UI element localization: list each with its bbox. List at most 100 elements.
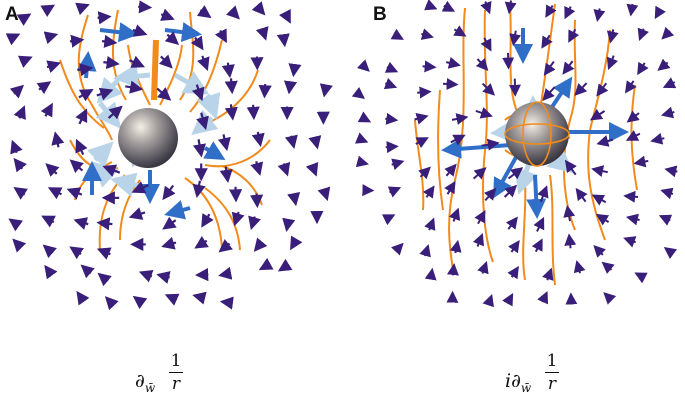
field-arrow (564, 159, 577, 176)
field-line (587, 29, 611, 241)
field-arrow (288, 63, 302, 78)
field-arrow (42, 244, 57, 259)
field-arrow (78, 89, 94, 102)
field-arrow (160, 8, 175, 21)
field-arrow (453, 25, 467, 37)
field-arrow (357, 59, 370, 72)
field-arrow (276, 33, 290, 48)
field-arrow (191, 84, 205, 102)
field-line (151, 39, 159, 101)
field-arrow (192, 139, 206, 158)
field-arrow (218, 239, 233, 253)
field-arrow (634, 272, 648, 284)
field-arrow (46, 60, 61, 74)
field-line (204, 187, 241, 251)
field-arrow (101, 34, 118, 48)
field-arrow (219, 166, 233, 183)
field-arrow (351, 86, 365, 100)
field-arrow (385, 141, 399, 154)
field-arrow (663, 247, 678, 259)
field-arrow (562, 60, 575, 75)
field-line (189, 39, 223, 113)
field-arrow (564, 5, 576, 20)
field-arrow (509, 30, 522, 47)
field-arrow (255, 26, 269, 41)
field-arrow (97, 11, 112, 25)
field-arrow (251, 1, 266, 16)
caption-b-numerator: 1 (546, 351, 558, 371)
sphere-b (505, 102, 569, 166)
field-arrow (253, 237, 268, 252)
field-arrow (251, 131, 265, 147)
field-arrow (384, 61, 399, 73)
field-arrow (250, 161, 264, 176)
field-arrow (5, 33, 21, 46)
field-arrow (194, 236, 209, 249)
field-arrow (40, 102, 53, 118)
field-arrow (308, 135, 322, 150)
field-arrow (201, 213, 214, 228)
field-arrow (542, 86, 556, 101)
sphere-a (118, 108, 178, 168)
field-arrow (660, 187, 674, 200)
panel-a-label: A (5, 4, 19, 25)
field-arrow (563, 205, 576, 222)
field-arrow (662, 77, 677, 89)
field-line (481, 9, 494, 263)
field-arrow (564, 233, 577, 249)
field-arrow (381, 214, 396, 226)
arrow (203, 141, 226, 161)
field-arrow (164, 31, 180, 45)
field-arrow (441, 0, 456, 12)
field-arrow (626, 110, 640, 123)
field-arrow (475, 58, 489, 71)
field-arrow (606, 55, 619, 70)
field-arrow (228, 186, 243, 203)
field-arrow (219, 296, 234, 310)
field-arrow (482, 294, 494, 308)
field-arrow (507, 167, 524, 180)
field-arrow (480, 37, 492, 52)
field-arrow (654, 5, 666, 20)
field-arrow (197, 55, 210, 71)
field-arrow (574, 82, 588, 96)
field-arrow (103, 55, 120, 70)
caption-a-operator: ∂ (135, 370, 145, 392)
field-arrow (568, 28, 580, 43)
field-arrow (507, 265, 519, 280)
field-arrow (424, 267, 437, 281)
field-arrow (164, 293, 180, 306)
field-arrow (249, 193, 264, 209)
field-line (522, 179, 527, 281)
field-arrow (107, 105, 123, 120)
arrow (99, 22, 139, 43)
field-arrow (383, 77, 398, 90)
panel-a-field-plot (0, 0, 340, 320)
field-arrow (537, 185, 549, 203)
field-arrow (420, 28, 434, 40)
field-arrow (633, 155, 649, 168)
field-arrow (102, 164, 121, 177)
field-line (509, 5, 521, 119)
field-arrow (424, 0, 438, 11)
caption-a-numerator: 1 (170, 351, 182, 371)
field-arrow (533, 216, 545, 232)
field-arrow (422, 60, 437, 73)
field-line (98, 174, 126, 251)
field-arrow (661, 26, 675, 40)
field-arrow (637, 27, 649, 41)
field-arrow (664, 165, 678, 178)
field-arrow (480, 0, 492, 15)
field-arrow (658, 214, 673, 226)
small-arrows-b (351, 0, 678, 308)
field-arrow (319, 83, 333, 98)
panel-b-label: B (373, 4, 387, 25)
field-arrow (475, 107, 493, 119)
field-arrow (595, 213, 610, 226)
field-arrow (474, 210, 486, 225)
field-arrow (80, 264, 95, 279)
caption-a-fraction: 1 r (169, 352, 183, 393)
field-arrow (138, 270, 154, 283)
field-arrow (623, 236, 637, 248)
